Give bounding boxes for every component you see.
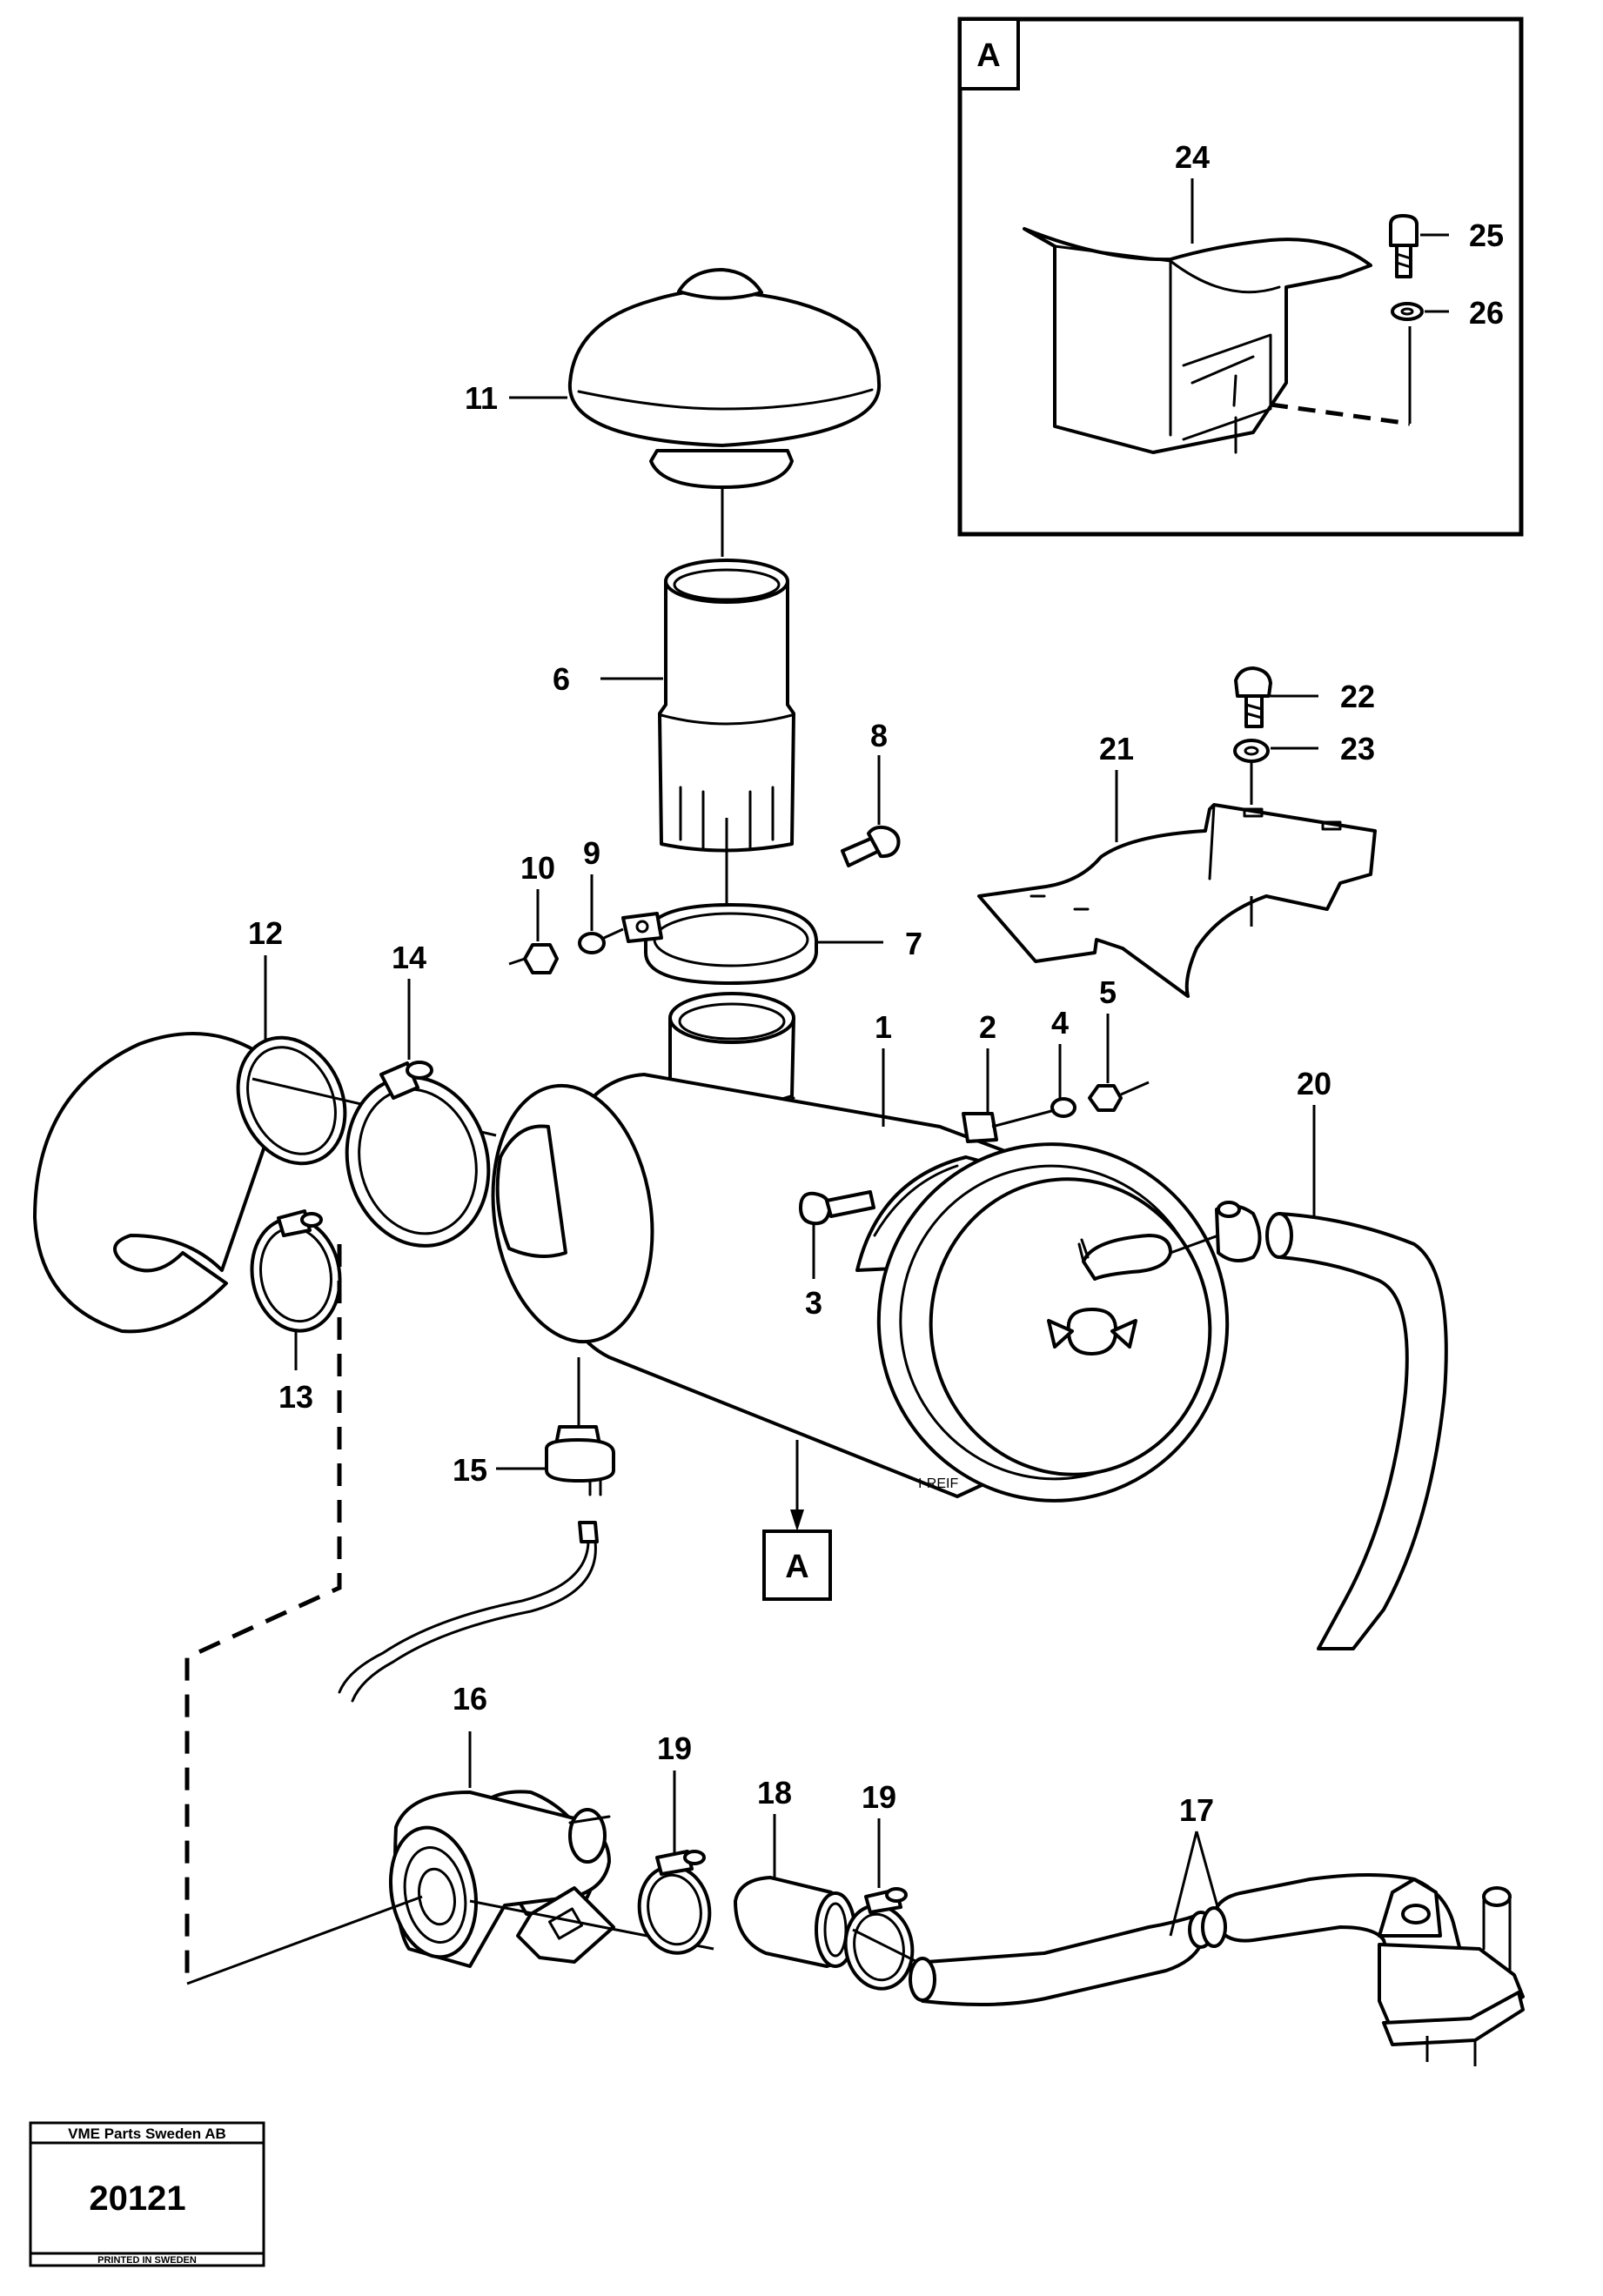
part-25-bolt	[1389, 214, 1419, 278]
callout-12: 12	[248, 915, 283, 951]
signature: I-REIF	[918, 1476, 958, 1491]
part-1-air-cleaner-housing	[491, 992, 1230, 1503]
stamp-number: 20121	[89, 2179, 185, 2218]
stamp-printed: PRINTED IN SWEDEN	[97, 2255, 197, 2266]
part-19-hose-clamp-left	[637, 1850, 712, 1955]
callout-20: 20	[1297, 1066, 1331, 1101]
part-24-bracket	[1023, 227, 1411, 454]
part-14-hose-clamp	[345, 1061, 491, 1248]
part-6-filter-element	[658, 559, 795, 905]
callout-18: 18	[757, 1775, 792, 1811]
callout-13: 13	[278, 1379, 313, 1415]
callout-3: 3	[805, 1285, 822, 1321]
routing-line-elbow-to-turbo	[184, 1244, 342, 1984]
callout-26: 26	[1469, 295, 1504, 331]
callout-8: 8	[870, 718, 888, 753]
callout-5: 5	[1099, 974, 1117, 1010]
callout-15: 15	[453, 1452, 487, 1488]
part-7-clamp-ring	[621, 903, 818, 985]
detail-view-a: A 24 25 26	[957, 17, 1524, 537]
callout-19-right: 19	[862, 1779, 896, 1815]
callout-19-left: 19	[657, 1730, 692, 1766]
part-5-nut	[1088, 1081, 1150, 1112]
callout-23: 23	[1340, 731, 1375, 766]
part-8-bolt	[841, 825, 901, 867]
callout-21: 21	[1099, 731, 1134, 766]
part-4-washer	[991, 1097, 1076, 1128]
part-3-bolt	[799, 1190, 875, 1279]
part-23-washer	[1233, 739, 1270, 805]
part-15-pressure-sensor	[338, 1357, 615, 1703]
section-marker-a: A	[762, 1440, 832, 1601]
callout-2: 2	[979, 1009, 996, 1045]
part-22-bolt	[1234, 666, 1272, 728]
part-12-elbow-hose	[33, 1032, 497, 1334]
part-16-turbocharger	[388, 1790, 615, 1968]
part-13-hose-clamp	[250, 1209, 342, 1333]
callout-16: 16	[453, 1681, 487, 1717]
part-20-hose	[1170, 1201, 1448, 1650]
stamp-company: VME Parts Sweden AB	[68, 2125, 226, 2142]
callout-1: 1	[875, 1009, 892, 1045]
callout-6: 6	[553, 661, 570, 697]
section-marker-label: A	[785, 1549, 808, 1585]
callout-4: 4	[1051, 1005, 1069, 1041]
detail-view-label: A	[976, 37, 1000, 74]
part-21-heat-shield	[977, 803, 1377, 998]
callout-10: 10	[520, 850, 555, 886]
callout-11: 11	[465, 380, 498, 416]
part-17-outlet-pipe	[909, 1873, 1525, 2066]
part-11-cover-cap	[567, 268, 882, 557]
part-19-hose-clamp-right	[843, 1887, 915, 1991]
callout-24: 24	[1175, 139, 1210, 175]
callout-9: 9	[583, 835, 600, 871]
part-18-connection-hose	[734, 1876, 856, 1968]
callout-22: 22	[1340, 679, 1375, 714]
part-2-band-clip	[962, 1112, 998, 1143]
callout-25: 25	[1469, 218, 1504, 253]
parts-stamp: VME Parts Sweden AB 20121 PRINTED IN SWE…	[29, 2121, 265, 2267]
callout-7: 7	[905, 926, 922, 961]
callout-17: 17	[1179, 1792, 1214, 1828]
part-26-washer	[1391, 302, 1424, 424]
part-9-washer	[578, 927, 624, 954]
part-10-nut	[508, 943, 559, 974]
callout-14: 14	[392, 940, 426, 975]
